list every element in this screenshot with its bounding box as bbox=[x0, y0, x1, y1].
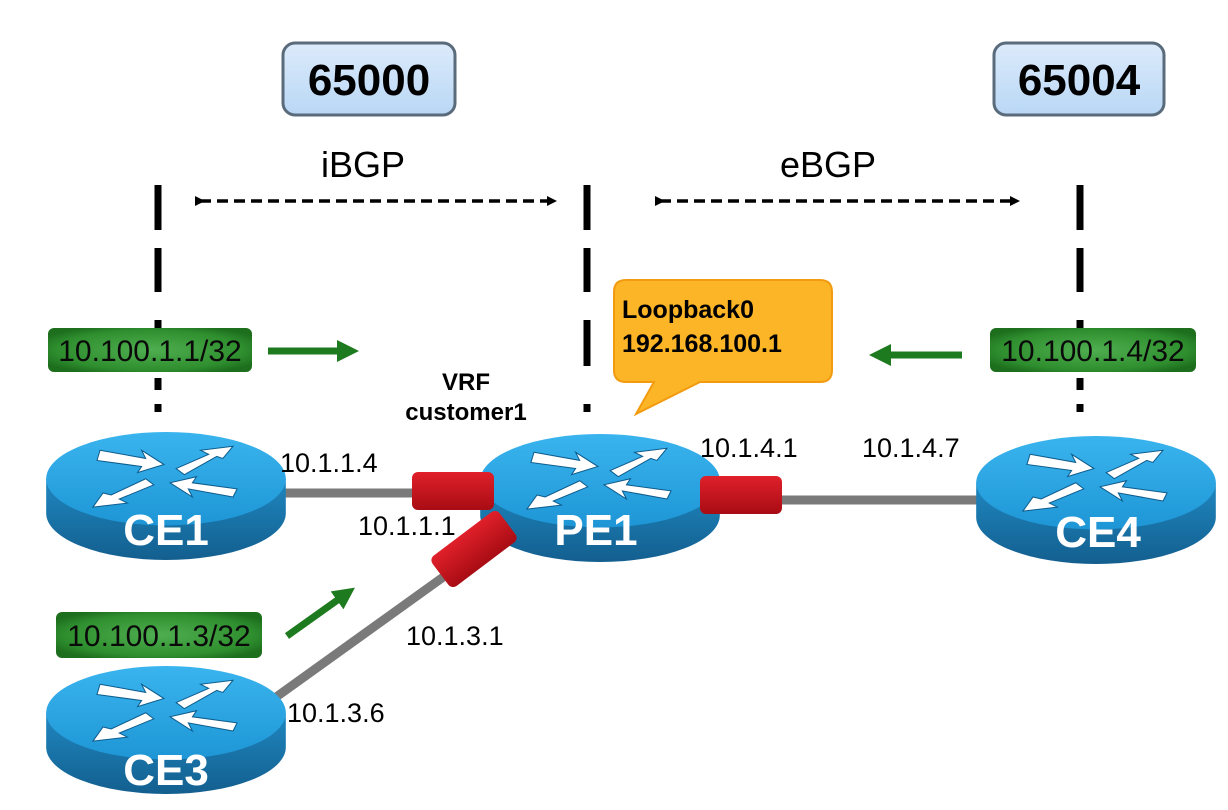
advertise-arrow-up-right-icon bbox=[284, 587, 355, 639]
prefix-label: 10.100.1.3/32 bbox=[67, 620, 251, 653]
prefix-box-ce4: 10.100.1.4/32 bbox=[990, 328, 1196, 372]
ebgp-label: eBGP bbox=[780, 144, 876, 185]
ip-label-pe1-ce3: 10.1.3.1 bbox=[406, 621, 504, 651]
loopback-ip-label: 192.168.100.1 bbox=[622, 330, 782, 358]
vrf-label-line1: VRF bbox=[442, 369, 490, 396]
router-label: CE4 bbox=[1055, 508, 1141, 557]
pe1-interface-ce4[interactable] bbox=[700, 476, 782, 514]
loopback-callout: Loopback0 192.168.100.1 bbox=[613, 279, 833, 417]
router-label: CE3 bbox=[123, 746, 209, 795]
router-label: CE1 bbox=[123, 506, 209, 555]
ip-label-ce4: 10.1.4.7 bbox=[862, 433, 960, 463]
ip-label-pe1-ce1: 10.1.1.1 bbox=[358, 511, 456, 541]
loopback-interface-label: Loopback0 bbox=[622, 296, 754, 324]
vrf-label-line2: customer1 bbox=[405, 399, 526, 426]
as-box-65000: 65000 bbox=[281, 41, 457, 117]
prefix-box-ce3: 10.100.1.3/32 bbox=[56, 612, 262, 658]
prefix-label: 10.100.1.4/32 bbox=[1001, 335, 1185, 368]
router-ce1[interactable]: CE1 bbox=[45, 431, 287, 561]
prefix-box-ce1: 10.100.1.1/32 bbox=[48, 328, 252, 372]
router-ce3[interactable]: CE3 bbox=[45, 665, 287, 795]
pe1-interface-ce3[interactable] bbox=[429, 509, 519, 590]
ibgp-label: iBGP bbox=[321, 144, 405, 185]
router-pe1[interactable]: PE1 bbox=[479, 433, 721, 563]
router-label: PE1 bbox=[554, 506, 637, 555]
prefix-label: 10.100.1.1/32 bbox=[58, 335, 242, 368]
as-number-label: 65000 bbox=[308, 56, 430, 105]
as-box-65004: 65004 bbox=[992, 41, 1166, 117]
link-ce3-pe1 bbox=[269, 561, 463, 704]
ip-label-pe1-ce4: 10.1.4.1 bbox=[700, 433, 798, 463]
pe1-interface-ce1[interactable] bbox=[412, 472, 494, 510]
ip-label-ce1: 10.1.1.4 bbox=[280, 448, 378, 478]
ip-label-ce3: 10.1.3.6 bbox=[287, 698, 385, 728]
router-ce4[interactable]: CE4 bbox=[975, 435, 1217, 565]
as-number-label: 65004 bbox=[1018, 56, 1141, 105]
